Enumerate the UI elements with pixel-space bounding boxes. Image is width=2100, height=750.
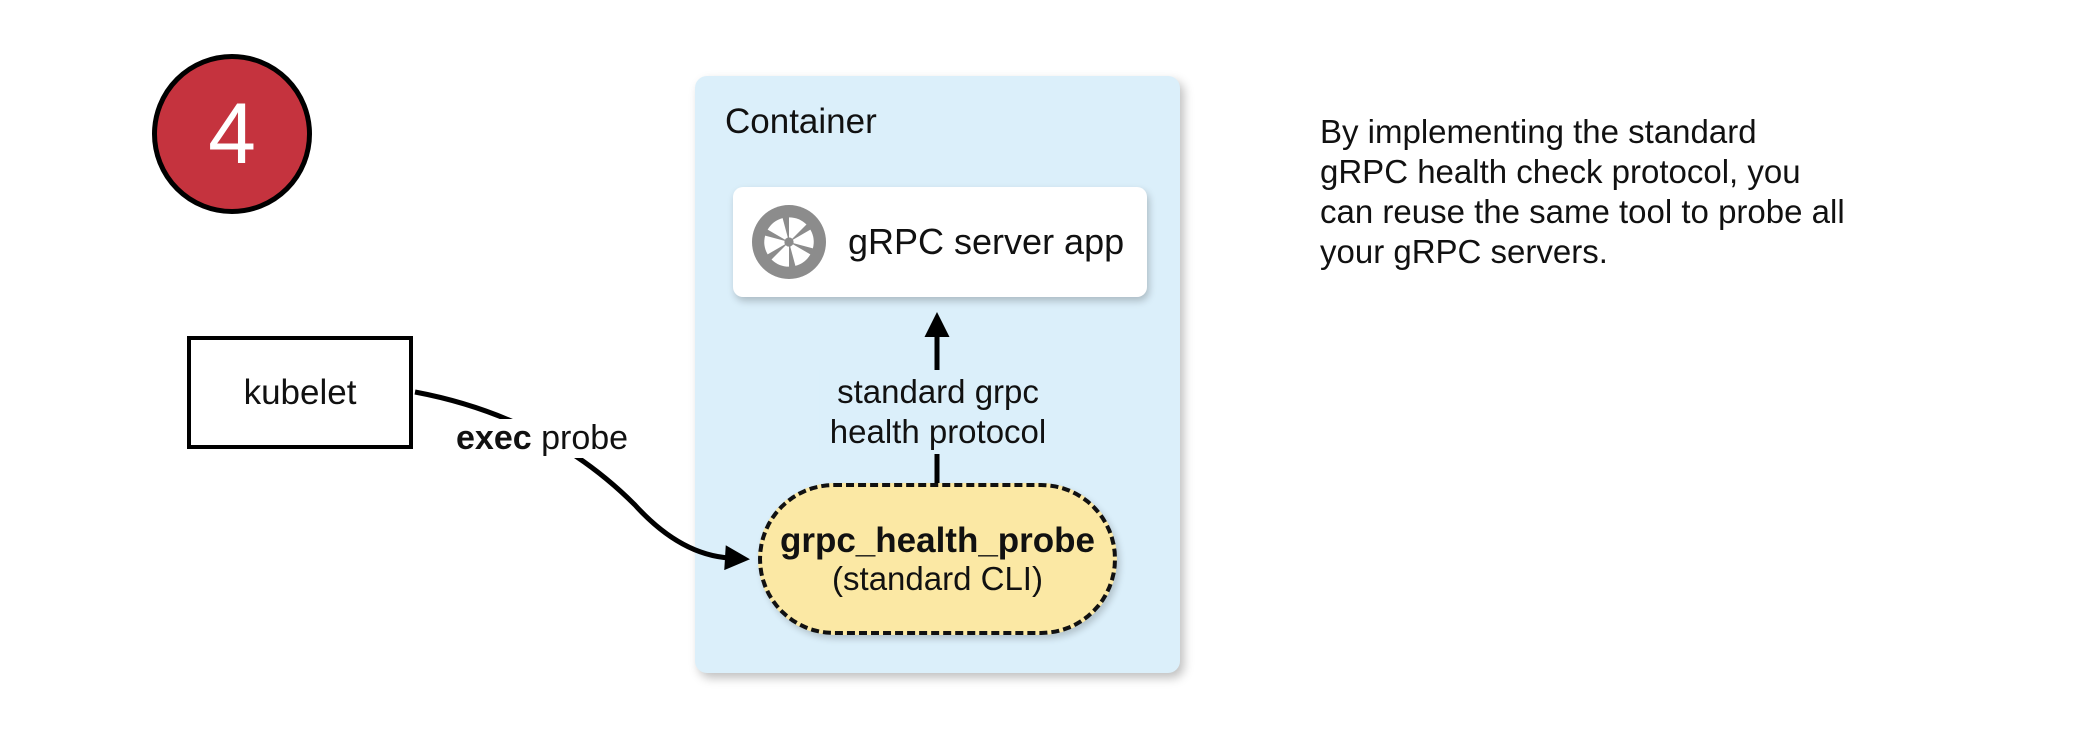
note-line: can reuse the same tool to probe all xyxy=(1320,193,1845,230)
note-line: gRPC health check protocol, you xyxy=(1320,153,1801,190)
exec-probe-rest: probe xyxy=(531,419,629,457)
health-protocol-line2: health protocol xyxy=(829,413,1047,450)
grpc-server-label: gRPC server app xyxy=(848,221,1125,262)
exec-probe-label: exec probe xyxy=(452,419,633,458)
exec-probe-arrow xyxy=(414,389,750,571)
grpc-server-node: gRPC server app xyxy=(733,187,1147,297)
note-text: By implementing the standard gRPC health… xyxy=(1320,112,1845,272)
grpc-health-probe-name: grpc_health_probe xyxy=(779,521,1096,560)
grpc-health-probe-subtitle: (standard CLI) xyxy=(832,560,1043,597)
note-line: your gRPC servers. xyxy=(1320,233,1608,270)
health-protocol-label: standard grpc health protocol xyxy=(819,370,1057,454)
health-protocol-line1: standard grpc xyxy=(837,373,1039,410)
step-number: 4 xyxy=(208,85,256,182)
kubelet-label: kubelet xyxy=(243,372,357,412)
note-line: By implementing the standard xyxy=(1320,113,1757,150)
kubelet-node: kubelet xyxy=(187,336,413,449)
exec-probe-bold: exec xyxy=(456,419,532,457)
step-number-badge: 4 xyxy=(152,54,312,214)
grpc-health-probe-node: grpc_health_probe (standard CLI) xyxy=(758,483,1117,635)
aperture-icon xyxy=(752,205,826,279)
container-title: Container xyxy=(725,102,877,141)
